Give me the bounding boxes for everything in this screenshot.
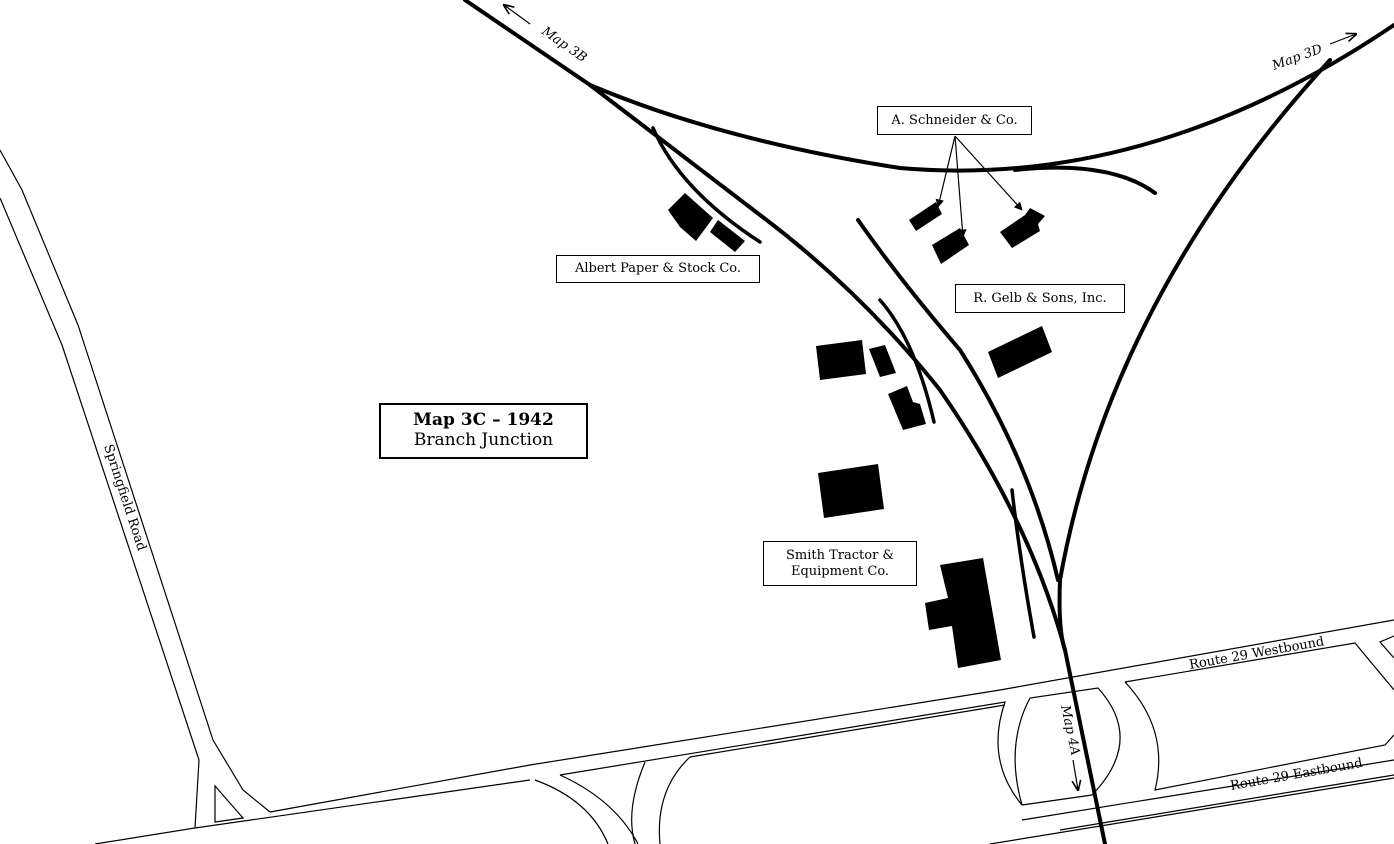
albert-paper-label: Albert Paper & Stock Co.: [574, 261, 742, 276]
smith-label-line1: Smith Tractor &: [785, 548, 894, 563]
albert-paper-label-box: Albert Paper & Stock Co.: [556, 255, 760, 283]
schneider-label-box: A. Schneider & Co.: [877, 106, 1032, 135]
map-title: Map 3C – 1942: [413, 410, 554, 430]
route-29: [194, 619, 1394, 844]
building-schneider-2: [932, 228, 969, 264]
route29-westbound-label: Route 29 Westbound: [1188, 634, 1325, 673]
building-smith-shed: [818, 464, 884, 518]
map-3d-label: Map 3D: [1269, 42, 1325, 74]
map-subtitle: Branch Junction: [413, 430, 554, 450]
springfield-road: [0, 149, 271, 844]
smith-label-line2: Equipment Co.: [790, 564, 890, 579]
buildings: [668, 193, 1052, 668]
railroad-tracks: [463, 0, 1394, 844]
gelb-label: R. Gelb & Sons, Inc.: [973, 291, 1107, 306]
building-3: [888, 386, 926, 430]
smith-label-box: Smith Tractor & Equipment Co.: [763, 541, 917, 586]
schneider-label: A. Schneider & Co.: [891, 113, 1018, 128]
route29-eastbound-label: Route 29 Eastbound: [1229, 756, 1364, 794]
gelb-label-box: R. Gelb & Sons, Inc.: [955, 284, 1125, 313]
building-1: [816, 340, 866, 380]
map-3b-label: Map 3B: [538, 23, 589, 65]
building-gelb: [988, 326, 1052, 378]
building-schneider-3: [1000, 208, 1045, 248]
building-schneider-1: [909, 202, 942, 231]
springfield-road-label: Springfield Road: [100, 443, 149, 553]
map-title-box: Map 3C – 1942 Branch Junction: [379, 403, 588, 459]
building-albert-2: [710, 220, 745, 252]
map-connection-arrows: [504, 5, 1356, 790]
building-smith-main: [925, 558, 1001, 668]
building-2: [869, 345, 896, 377]
schneider-leaders: [935, 135, 1023, 238]
building-albert-1: [668, 193, 713, 241]
